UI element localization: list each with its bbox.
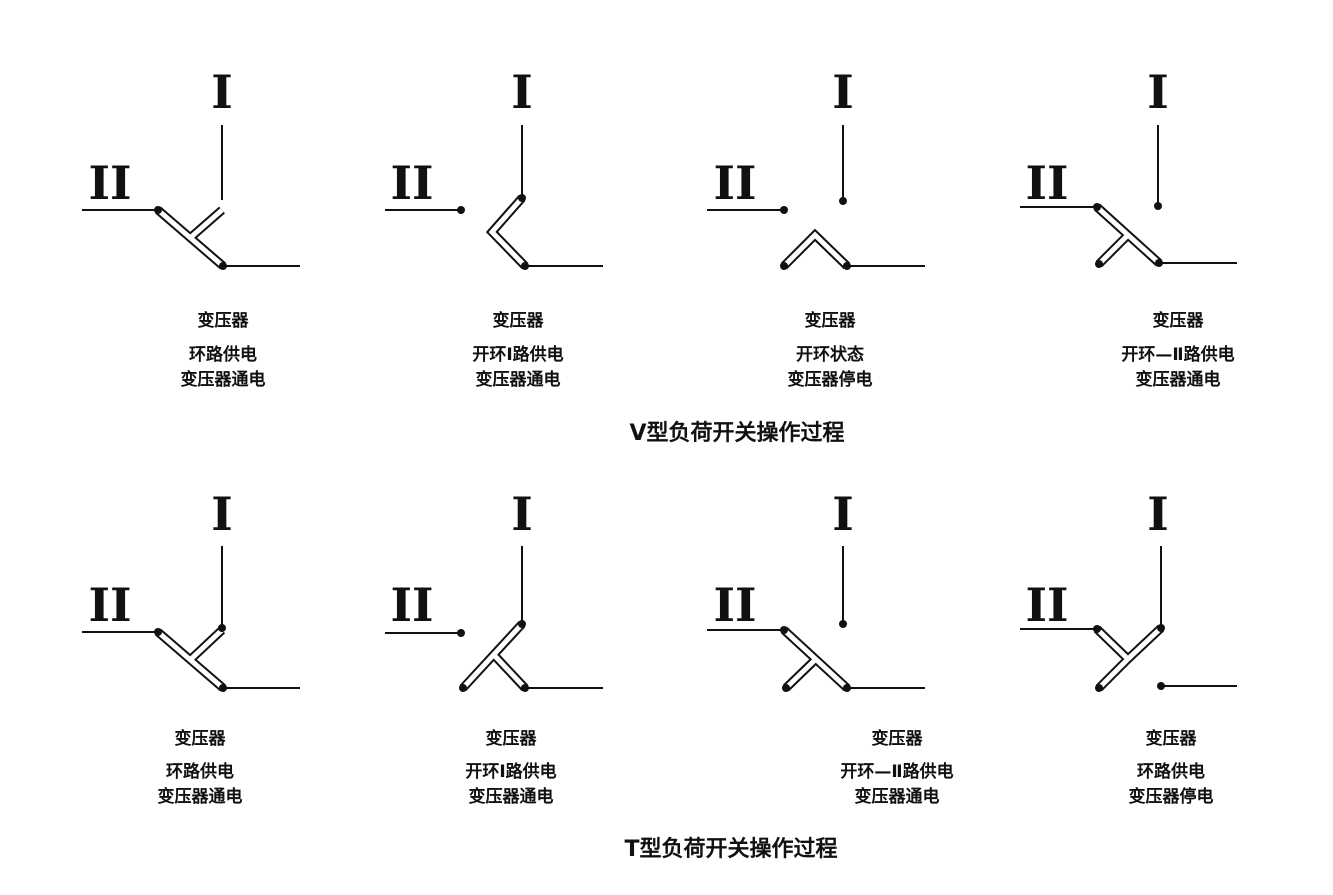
caption-line-2: 开环Ⅰ路供电 [472,344,563,365]
line-two-label: II [713,578,756,632]
caption-line-1: 变压器 [486,728,538,749]
line-two-label: II [88,156,131,210]
contact-node [1157,682,1165,690]
contact-node [457,629,465,637]
contact-node [518,194,526,202]
switch-blade [780,228,851,270]
line-one-label: I [1147,487,1169,541]
v-switch-panel-1: I II 变压器 环路供电 变压器通电 [82,65,300,390]
contact-node [780,206,788,214]
caption-line-1: 变压器 [872,728,924,749]
contact-node [839,197,847,205]
contact-node [521,684,529,692]
switch-blade-inner [782,628,849,690]
line-two-label: II [1025,156,1068,210]
contact-node [154,206,162,214]
v-switch-panel-3: I II 变压器 开环状态 变压器停电 [707,65,925,390]
line-one-label: I [832,487,854,541]
line-two-label: II [390,578,433,632]
t-switch-panel-1: I II 变压器 环路供电 变压器通电 [82,487,300,807]
caption-line-2: 开环状态 [796,344,864,365]
switch-blade-inner [156,628,225,690]
line-one-label: I [511,487,533,541]
contact-node [154,628,162,636]
contact-node [782,684,790,692]
line-two-label: II [390,156,433,210]
contact-node [839,620,847,628]
caption-line-2: 开环—Ⅱ路供电 [1121,344,1234,365]
caption-line-2: 环路供电 [166,761,234,782]
caption-line-1: 变压器 [805,310,857,331]
contact-node [1093,203,1101,211]
contact-node [1095,260,1103,268]
switch-blade-inner [156,208,225,268]
v-section-title: V型负荷开关操作过程 [629,421,844,446]
caption-line-1: 变压器 [1153,310,1205,331]
switch-blade-inner [1095,205,1161,266]
t-switch-panel-3: I II 变压器 开环—Ⅱ路供电 变压器通电 [707,487,954,807]
v-switch-panel-4: I II 变压器 开环—Ⅱ路供电 变压器通电 [1020,65,1237,390]
caption-line-3: 变压器通电 [855,786,940,807]
caption-line-2: 开环Ⅰ路供电 [465,761,556,782]
line-two-label: II [1025,578,1068,632]
t-section-title: T型负荷开关操作过程 [624,837,837,862]
contact-node [843,684,851,692]
contact-node [521,262,529,270]
switch-blade-inner [1095,626,1163,690]
contact-node [1093,625,1101,633]
line-one-label: I [211,65,233,119]
contact-node [218,624,226,632]
caption-line-1: 变压器 [1146,728,1198,749]
caption-line-1: 变压器 [198,310,250,331]
t-switch-panel-2: I II 变压器 开环Ⅰ路供电 变压器通电 [385,487,603,807]
caption-line-3: 变压器通电 [181,369,266,390]
t-switch-panel-4: I II 变压器 环路供电 变压器停电 [1020,487,1237,807]
line-one-label: I [1147,65,1169,119]
contact-node [219,262,227,270]
line-two-label: II [713,156,756,210]
caption-line-2: 环路供电 [1137,761,1205,782]
contact-node [457,206,465,214]
contact-node [1095,684,1103,692]
line-one-label: I [511,65,533,119]
caption-line-3: 变压器通电 [1136,369,1221,390]
caption-line-3: 变压器通电 [469,786,554,807]
caption-line-3: 变压器停电 [788,369,873,390]
caption-line-3: 变压器通电 [476,369,561,390]
switch-blade-inner [488,196,527,268]
caption-line-3: 变压器停电 [1129,786,1214,807]
line-two-label: II [88,578,131,632]
switch-blade-inner [461,622,527,690]
v-switch-panel-2: I II 变压器 开环Ⅰ路供电 变压器通电 [385,65,603,390]
contact-node [1154,202,1162,210]
contact-node [780,262,788,270]
contact-node [518,620,526,628]
caption-line-2: 开环—Ⅱ路供电 [840,761,953,782]
switch-blade-inner [782,231,849,268]
line-one-label: I [832,65,854,119]
switch-blade [485,195,529,270]
contact-node [843,262,851,270]
contact-node [459,684,467,692]
caption-line-3: 变压器通电 [158,786,243,807]
caption-line-1: 变压器 [175,728,227,749]
contact-node [1155,259,1163,267]
contact-node [780,626,788,634]
caption-line-2: 环路供电 [189,344,257,365]
contact-node [1157,624,1165,632]
contact-node [219,684,227,692]
line-one-label: I [211,487,233,541]
caption-line-1: 变压器 [493,310,545,331]
